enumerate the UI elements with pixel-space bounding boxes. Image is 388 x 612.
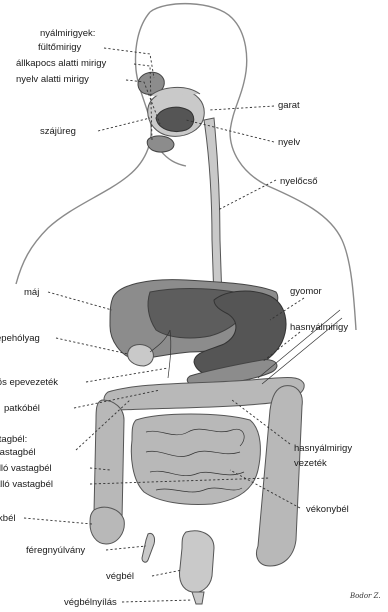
label-tongue: nyelv [278,137,300,148]
label-pharynx: garat [278,100,300,111]
label-pancreas: hasnyálmirigy [290,322,348,333]
anus-shape [192,592,204,604]
label-stomach: gyomor [290,286,322,297]
label-colon: vastagbél: [0,434,27,445]
label-rectum: végbél [106,571,134,582]
label-salivary-glands: nyálmirigyek: [40,28,95,39]
shoulder-line [160,150,186,166]
leader-bile-duct [86,368,168,382]
label-mouth: szájüreg [40,126,76,137]
label-ascending-colon: felszálló vastagbél [0,463,52,474]
salivary-gland-sub-shape [147,136,174,152]
label-small-intestine: vékonybél [306,504,349,515]
label-esophagus: nyelőcső [280,176,318,187]
leader-rectum [152,570,182,576]
label-sublingual: nyelv alatti mirigy [16,74,89,85]
descending-colon-shape [257,386,303,566]
label-caecum: vakbél [0,513,15,524]
label-pancreatic-duct-2: vezeték [294,458,327,469]
appendix-shape [142,533,155,562]
leader-liver [48,292,112,310]
leader-pharynx [210,106,274,110]
label-appendix: féregnyúlvány [26,545,85,556]
label-bile-duct: közös epevezeték [0,377,58,388]
leader-esophagus [218,180,276,210]
gallbladder-shape [128,345,154,366]
label-pancreatic-duct-1: hasnyálmirigy [294,443,352,454]
label-duodenum: patkóbél [4,403,40,414]
leader-mouth [98,118,150,131]
leader-appendix [106,546,146,550]
label-gallbladder: epehólyag [0,333,40,344]
small-intestine-shape [131,414,260,505]
label-anus: végbélnyílás [64,597,117,607]
label-submandibular: állkapocs alatti mirigy [16,58,107,69]
label-transverse-colon: harántvastagbél [0,447,36,458]
label-parotid: fültőmirigy [38,42,82,53]
leader-anus [122,600,192,602]
rectum-shape [180,531,215,593]
label-liver: máj [24,287,39,298]
leader-caecum [24,518,92,524]
label-descending-colon: leszálló vastagbél [0,479,53,490]
artist-signature: Bodor Z. [349,592,381,600]
caecum-shape [90,507,124,544]
body-outline-left [16,12,151,284]
